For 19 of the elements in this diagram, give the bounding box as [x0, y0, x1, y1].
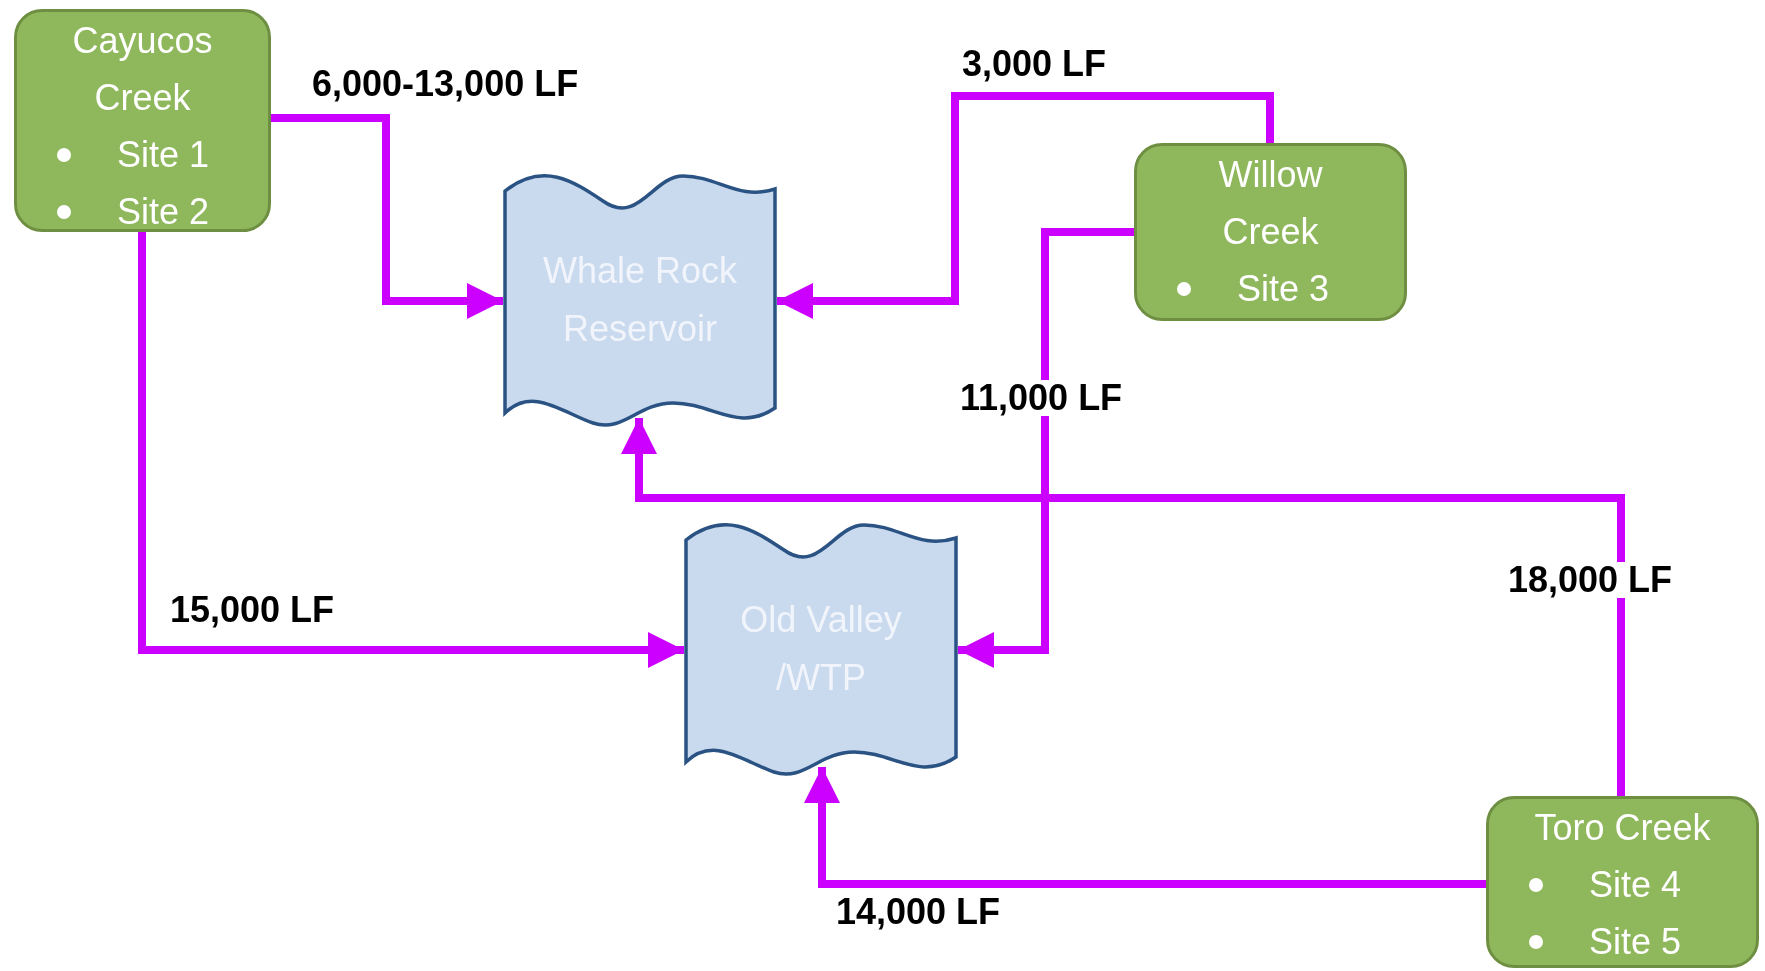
site-label: Site 1: [117, 133, 210, 177]
reservoir-shape: [503, 171, 777, 428]
site-box: [14, 9, 271, 232]
connector-arrow: [777, 92, 1274, 319]
site-box: [1134, 143, 1407, 321]
node-title: Cayucos Creek: [71, 19, 214, 120]
node-title: Toro Creek: [1534, 806, 1711, 850]
connector-arrow: [138, 232, 684, 668]
site-label: Site 4: [1589, 863, 1682, 907]
connector-arrow: [958, 228, 1134, 668]
site-label: Site 3: [1237, 267, 1330, 311]
node-title: Willow Creek: [1217, 153, 1324, 254]
connector-arrow: [621, 418, 1625, 796]
site-box: [1486, 796, 1759, 968]
site-label: Site 2: [117, 190, 210, 234]
connector-arrow: [271, 114, 503, 319]
reservoir-shape: [684, 520, 958, 777]
site-label: Site 5: [1589, 920, 1682, 964]
connector-arrow: [804, 767, 1486, 888]
